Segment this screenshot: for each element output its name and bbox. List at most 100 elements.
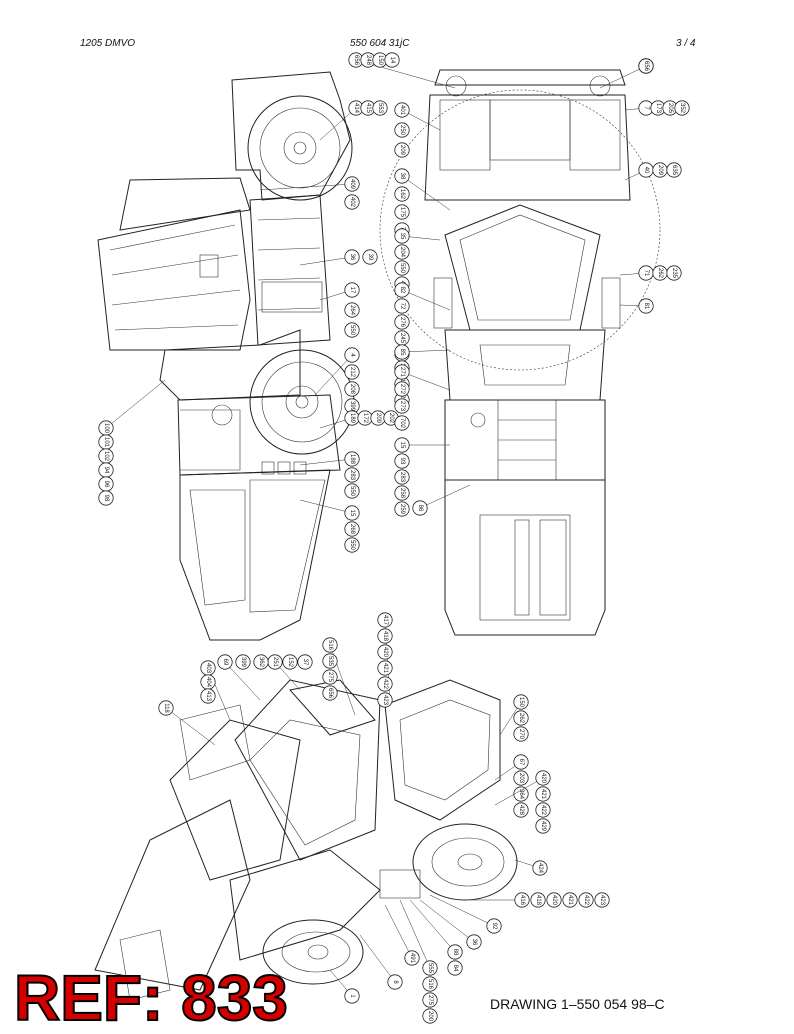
- callout-label: 84: [452, 965, 458, 972]
- callout-bubble: [666, 162, 682, 178]
- callout-bubble: [344, 249, 360, 265]
- callout-label: 656: [353, 55, 359, 66]
- callout-leader-line: [401, 371, 451, 391]
- callout-bubble: [394, 260, 410, 276]
- callout-label: 212: [349, 367, 355, 378]
- callout-label: 362: [258, 657, 264, 668]
- callout-bubble: [532, 860, 548, 876]
- callout-bubble: [422, 960, 438, 976]
- callout-bubble: [394, 364, 410, 380]
- callout-bubble: [394, 142, 410, 158]
- callout-label: 258: [399, 488, 405, 499]
- callout-label: 264: [349, 305, 355, 316]
- callout-label: 93: [399, 458, 405, 465]
- callout-label: 271: [399, 367, 405, 378]
- callout-label: 424: [537, 863, 543, 874]
- callout-label: 4: [349, 353, 355, 357]
- callout-label: 209: [657, 165, 663, 176]
- callout-label: 429: [540, 821, 546, 832]
- callout-label: 14: [389, 57, 395, 64]
- callout-bubble: [447, 960, 463, 976]
- callout-bubble: [394, 244, 410, 260]
- callout-label: 209: [375, 413, 381, 424]
- callout-label: 550: [399, 263, 405, 274]
- callout-bubble: [235, 654, 251, 670]
- callout-bubble: [394, 186, 410, 202]
- callout-group-top-topright: 14150248656: [599, 58, 654, 89]
- callout-label: 275: [327, 672, 333, 683]
- callout-label: 270: [518, 729, 524, 740]
- callout-label: 96: [103, 481, 109, 488]
- callout-bubble: [322, 685, 338, 701]
- callout-group-top-bottom: 86: [412, 484, 471, 516]
- callout-label: 7: [643, 106, 649, 110]
- callout-label: 17: [349, 287, 355, 294]
- callout-label: 38: [399, 173, 405, 180]
- callout-label: 82: [399, 287, 405, 294]
- callout-label: 205: [667, 103, 673, 114]
- callout-label: 656: [643, 61, 649, 72]
- callout-label: 259: [399, 504, 405, 515]
- callout-bubble: [344, 451, 360, 467]
- callout-bubble: [322, 637, 338, 653]
- side-view: [97, 71, 355, 641]
- callout-leader-line: [105, 379, 166, 429]
- callout-bubble: [344, 176, 360, 192]
- callout-bubble: [344, 282, 360, 298]
- callout-bubble: [546, 892, 562, 908]
- callout-bubble: [322, 653, 338, 669]
- callout-bubble: [344, 505, 360, 521]
- isometric-view: [94, 679, 518, 1001]
- callout-label: 420: [382, 647, 388, 658]
- callout-leader-line: [314, 354, 353, 396]
- callout-label: 235: [671, 268, 677, 279]
- callout-bubble: [562, 892, 578, 908]
- callout-label: 92: [491, 923, 497, 930]
- callout-label: 36: [349, 254, 355, 261]
- callout-label: 202: [388, 413, 394, 424]
- callout-bubble: [344, 988, 360, 1004]
- callout-label: 71: [643, 270, 649, 277]
- callout-bubble: [372, 100, 388, 116]
- callout-bubble: [486, 918, 502, 934]
- callout-bubble: [394, 501, 410, 517]
- callout-label: 413: [205, 691, 211, 702]
- callout-bubble: [404, 950, 420, 966]
- callout-leader-line: [401, 289, 451, 311]
- callout-bubble: [513, 786, 529, 802]
- callout-bubble: [377, 628, 393, 644]
- callout-label: 553: [377, 103, 383, 114]
- callout-label: 364: [518, 789, 524, 800]
- callout-bubble: [394, 453, 410, 469]
- callout-label: 423: [382, 695, 388, 706]
- callout-label: 118: [163, 703, 169, 713]
- callout-label: 399: [349, 401, 355, 412]
- callout-label: 262: [518, 713, 524, 724]
- callout-label: 8: [392, 980, 398, 984]
- callout-label: 428: [518, 805, 524, 816]
- callout-label: 417: [382, 615, 388, 626]
- callout-bubble: [394, 437, 410, 453]
- callout-bubble: [535, 786, 551, 802]
- callout-label: 272: [399, 384, 405, 395]
- callout-label: 36: [471, 939, 477, 946]
- callout-label: 418: [382, 631, 388, 642]
- callout-label: 491: [409, 953, 415, 964]
- header-part-number: 550 604 31jC: [350, 38, 410, 49]
- callout-bubble: [344, 537, 360, 553]
